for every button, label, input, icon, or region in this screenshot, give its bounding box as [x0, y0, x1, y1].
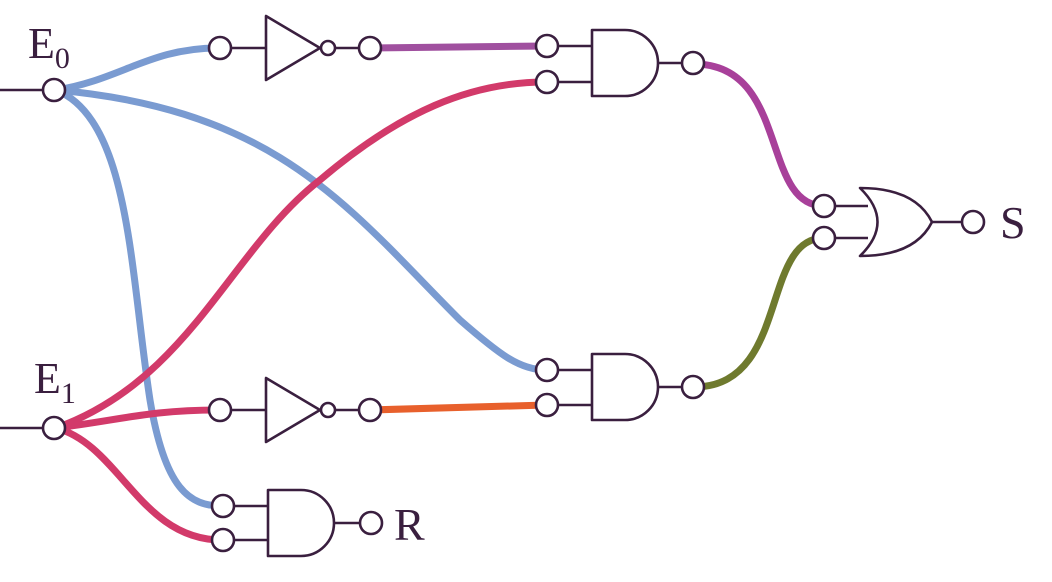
and-r-input-a-pin[interactable]: [210, 493, 236, 519]
input-e0-label: E0: [28, 19, 70, 75]
wire-not-e0-to-and-top: [366, 42, 550, 52]
wire-e0-to-not-top: [52, 44, 222, 94]
output-s-label: S: [1000, 197, 1026, 248]
not-bottom-bubble: [319, 401, 337, 419]
input-e0: E0: [0, 19, 70, 103]
and-gate-r-body: [266, 488, 336, 558]
not-top-output-pin[interactable]: [357, 35, 383, 61]
not-gate-bottom-body: [264, 376, 322, 444]
and-r-input-b-pin[interactable]: [210, 527, 236, 553]
not-top-bubble: [319, 39, 337, 57]
and-bottom-input-a-pin[interactable]: [534, 357, 560, 383]
input-e1-terminal[interactable]: [41, 415, 67, 441]
wire-e1-to-not-bottom: [52, 406, 222, 432]
wire-and-top-to-or: [690, 60, 828, 210]
or-input-b-pin[interactable]: [811, 225, 837, 251]
wire-e0-to-and-r: [52, 86, 226, 510]
input-e1: E1: [0, 354, 76, 441]
wire-e1-to-and-top: [52, 78, 550, 432]
and-gate-top-body: [590, 28, 660, 98]
and-r-output-pin[interactable]: [358, 510, 384, 536]
input-e1-label: E1: [34, 354, 76, 410]
output-r-label: R: [394, 499, 425, 550]
wire-e0-to-and-bottom: [52, 86, 550, 374]
input-e0-terminal[interactable]: [41, 77, 67, 103]
and-bottom-input-b-pin[interactable]: [534, 392, 560, 418]
and-top-input-b-pin[interactable]: [534, 69, 560, 95]
and-gate-r: R: [210, 488, 425, 558]
and-gate-bottom: [534, 352, 706, 422]
or-input-a-pin[interactable]: [811, 193, 837, 219]
wire-and-bottom-to-or: [690, 234, 828, 391]
and-top-input-a-pin[interactable]: [534, 33, 560, 59]
wire-e1-to-and-r: [52, 424, 226, 544]
or-gate: S: [811, 186, 1026, 258]
and-top-output-pin[interactable]: [680, 50, 706, 76]
not-gate-top-body: [264, 14, 322, 82]
and-bottom-output-pin[interactable]: [680, 374, 706, 400]
wires: [52, 42, 828, 544]
not-gate-top: [207, 14, 383, 82]
and-gate-top: [534, 28, 706, 98]
or-gate-body: [858, 186, 934, 258]
not-gate-bottom: [207, 376, 383, 444]
wire-not-e1-to-and-bottom: [366, 401, 550, 414]
and-gate-bottom-body: [590, 352, 660, 422]
not-top-input-pin[interactable]: [207, 35, 233, 61]
not-bottom-output-pin[interactable]: [357, 397, 383, 423]
or-output-pin[interactable]: [960, 209, 986, 235]
not-bottom-input-pin[interactable]: [207, 397, 233, 423]
